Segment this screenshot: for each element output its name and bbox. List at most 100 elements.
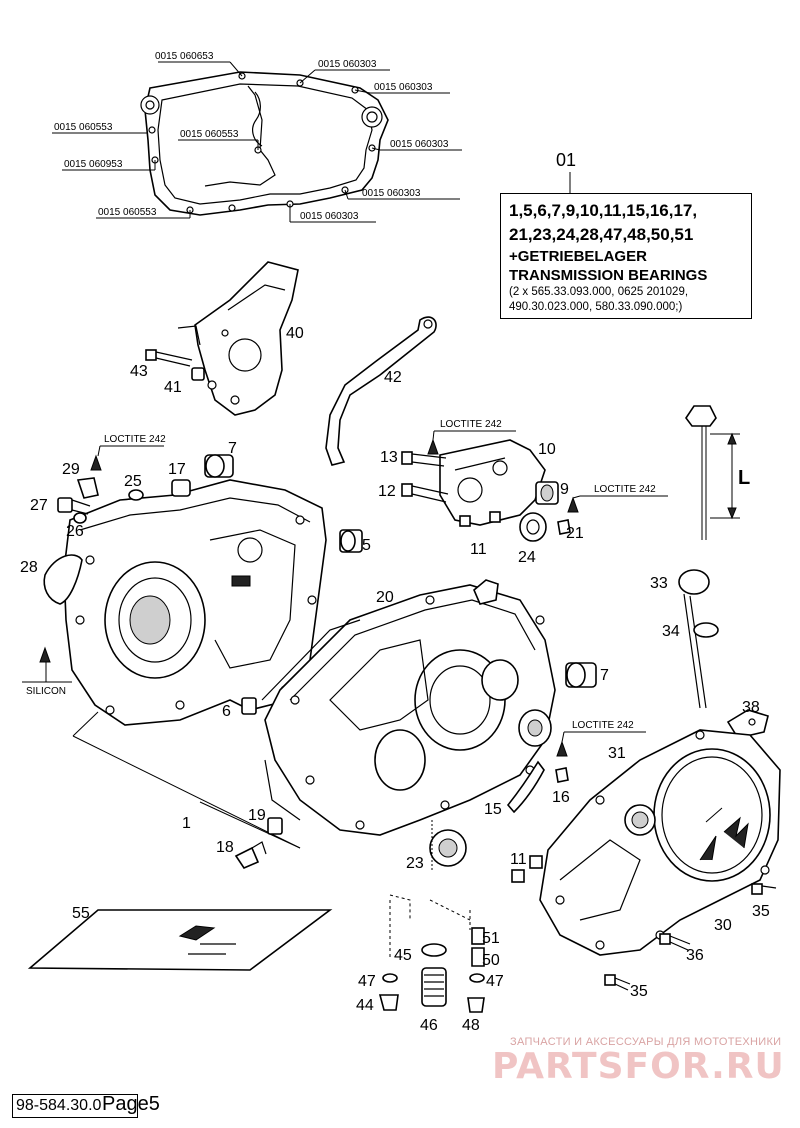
label-35a: 35 [752,903,770,920]
bush-part-7a [204,454,234,478]
starter-bracket-part-10 [439,439,546,527]
label-40: 40 [286,325,304,342]
label-51: 51 [482,930,500,947]
label-7b: 7 [600,667,609,684]
label-50: 50 [482,952,500,969]
label-9: 9 [560,481,569,498]
spring-part-51 [471,927,485,945]
loctite-label-1: LOCTITE 242 [104,434,166,445]
label-21: 21 [566,525,584,542]
label-45: 45 [394,947,412,964]
o-ring-part-26 [73,512,87,524]
loctite-label-3: LOCTITE 242 [594,484,656,495]
label-10: 10 [538,441,556,458]
bush-part-5 [339,529,363,553]
dowel-part-11b [511,855,543,883]
label-7a: 7 [228,440,237,457]
gear-part-24 [519,512,547,542]
label-24: 24 [518,549,536,566]
screw-part-29 [76,454,102,499]
gasket-code-6: 0015 060303 [390,139,449,150]
loctite-label-4: LOCTITE 242 [572,720,634,731]
watermark-tagline: ЗАПЧАСТИ И АКСЕССУАРЫ ДЛЯ МОТОТЕХНИКИ [510,1036,782,1048]
bush-part-7b [565,662,597,688]
loctite-labels: LOCTITE 242 LOCTITE 242 LOCTITE 242 LOCT… [97,419,668,743]
plug-part-27 [57,497,91,515]
loctite-label-2: LOCTITE 242 [440,419,502,430]
label-15: 15 [484,801,502,818]
seal-part-28 [43,554,83,605]
gasket-code-1: 0015 060653 [155,51,214,62]
screw-part-21 [557,496,579,535]
kit-line-4: TRANSMISSION BEARINGS [509,267,708,284]
spring-part-15 [506,760,545,814]
page-label: Page5 [102,1093,160,1115]
label-48: 48 [462,1017,480,1034]
kit-line-1: 1,5,6,7,9,10,11,15,16,17, [509,201,698,220]
washer-part-25 [128,489,144,501]
gasket-code-10: 0015 060303 [300,211,359,222]
gasket-code-4: 0015 060553 [54,122,113,133]
plug-part-48 [467,997,485,1013]
dipstick-length-label: L [738,467,750,489]
bearing-part-9 [535,481,559,505]
label-18: 18 [216,839,234,856]
label-47b: 47 [486,973,504,990]
label-28: 28 [20,559,38,576]
kit-line-6: 490.30.023.000, 580.33.090.000;) [509,301,683,313]
label-46: 46 [420,1017,438,1034]
screw-part-18 [234,841,267,869]
label-42: 42 [384,369,402,386]
label-11a: 11 [470,541,487,558]
o-ring-part-47a [382,973,398,983]
bolt-part-12 [401,483,449,503]
kit-number: 01 [556,150,576,170]
gasket-code-2: 0015 060303 [318,59,377,70]
kit-line-2: 21,23,24,28,47,48,50,51 [509,225,694,244]
bolt-part-43 [145,349,193,367]
label-16: 16 [552,789,570,806]
label-43: 43 [130,363,148,380]
document-code: 98-584.30.0 [12,1094,138,1118]
gasket-code-labels: 0015 060653 0015 060303 0015 060303 0015… [52,51,462,223]
label-31: 31 [608,745,626,762]
gasket-code-9: 0015 060553 [98,207,157,218]
label-44: 44 [356,997,374,1014]
repair-manual-part-55 [27,909,333,971]
label-12: 12 [378,483,396,500]
bolt-part-35a [751,883,777,895]
filter-group-leaders [389,894,471,960]
label-6: 6 [222,703,231,720]
gasket-code-3: 0015 060303 [374,82,433,93]
silicon-note: SILICON [26,686,66,697]
plug-part-44 [378,994,399,1011]
label-25: 25 [124,473,142,490]
bolt-part-13 [401,451,447,467]
filter-part-46 [421,967,447,1007]
label-30: 30 [714,917,732,934]
gasket-code-8: 0015 060303 [362,188,421,199]
bolt-part-36 [659,933,691,951]
part-number-labels: 40 43 41 42 7 29 25 17 27 26 28 5 13 10 … [20,325,770,1034]
gasket-code-5: 0015 060553 [180,129,239,140]
label-34: 34 [662,623,680,640]
dowel-part-6 [241,697,257,715]
label-35b: 35 [630,983,648,1000]
oil-filler-part-33 [678,569,710,709]
o-ring-part-34 [693,622,719,638]
screw-part-16 [555,740,569,783]
label-17: 17 [168,461,186,478]
label-33: 33 [650,575,668,592]
label-23: 23 [406,855,424,872]
bearing-part-23 [429,829,467,867]
label-47a: 47 [358,973,376,990]
kit-contents-box: 1,5,6,7,9,10,11,15,16,17, 21,23,24,28,47… [500,193,752,319]
o-ring-part-47b [469,973,485,983]
label-11b: 11 [510,851,527,868]
label-5: 5 [362,537,371,554]
label-36: 36 [686,947,704,964]
spring-part-50 [471,947,485,967]
label-38: 38 [742,699,760,716]
sleeve-part-17 [171,479,191,497]
